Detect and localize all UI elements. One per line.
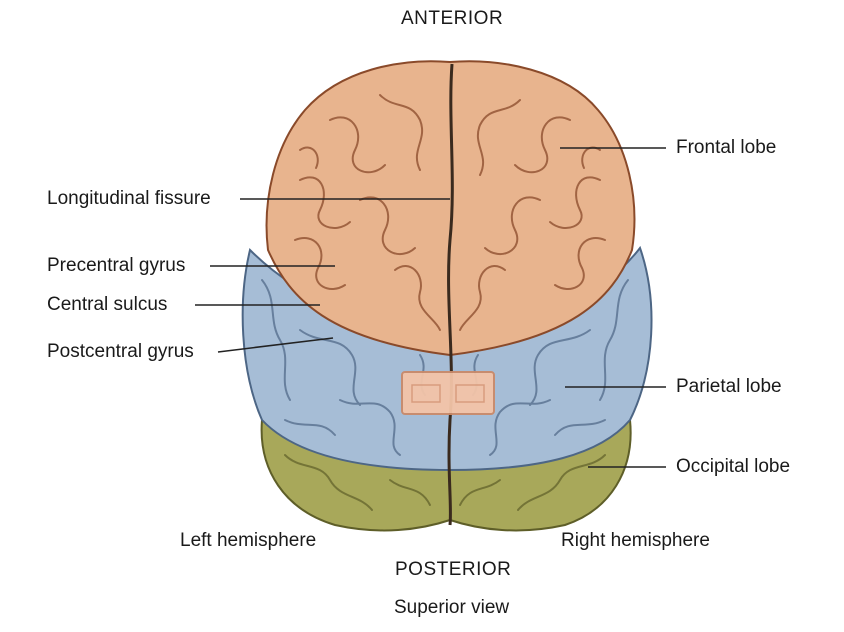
view-label: Superior view	[394, 597, 510, 618]
longitudinal-fissure-label: Longitudinal fissure	[47, 188, 211, 209]
leader-lines	[195, 147, 666, 468]
leader-postcentral-gyrus	[217, 337, 334, 353]
longitudinal-fissure-line	[447, 63, 454, 526]
anterior-label: ANTERIOR	[401, 8, 504, 29]
right-hemisphere-label: Right hemisphere	[561, 530, 710, 551]
central-highlight-texture	[411, 384, 485, 403]
frontal-gyri-texture	[294, 94, 606, 331]
central-highlight-rect	[401, 371, 495, 415]
parietal-lobe-label: Parietal lobe	[676, 376, 782, 397]
occipital-lobe-label: Occipital lobe	[676, 456, 791, 477]
posterior-label: POSTERIOR	[395, 559, 512, 580]
frontal-lobe-label: Frontal lobe	[676, 137, 777, 158]
occipital-gyri-texture	[284, 454, 606, 511]
postcentral-gyrus-label: Postcentral gyrus	[47, 341, 194, 362]
central-sulcus-label: Central sulcus	[47, 294, 168, 315]
left-hemisphere-label: Left hemisphere	[180, 530, 317, 551]
precentral-gyrus-label: Precentral gyrus	[47, 255, 186, 276]
